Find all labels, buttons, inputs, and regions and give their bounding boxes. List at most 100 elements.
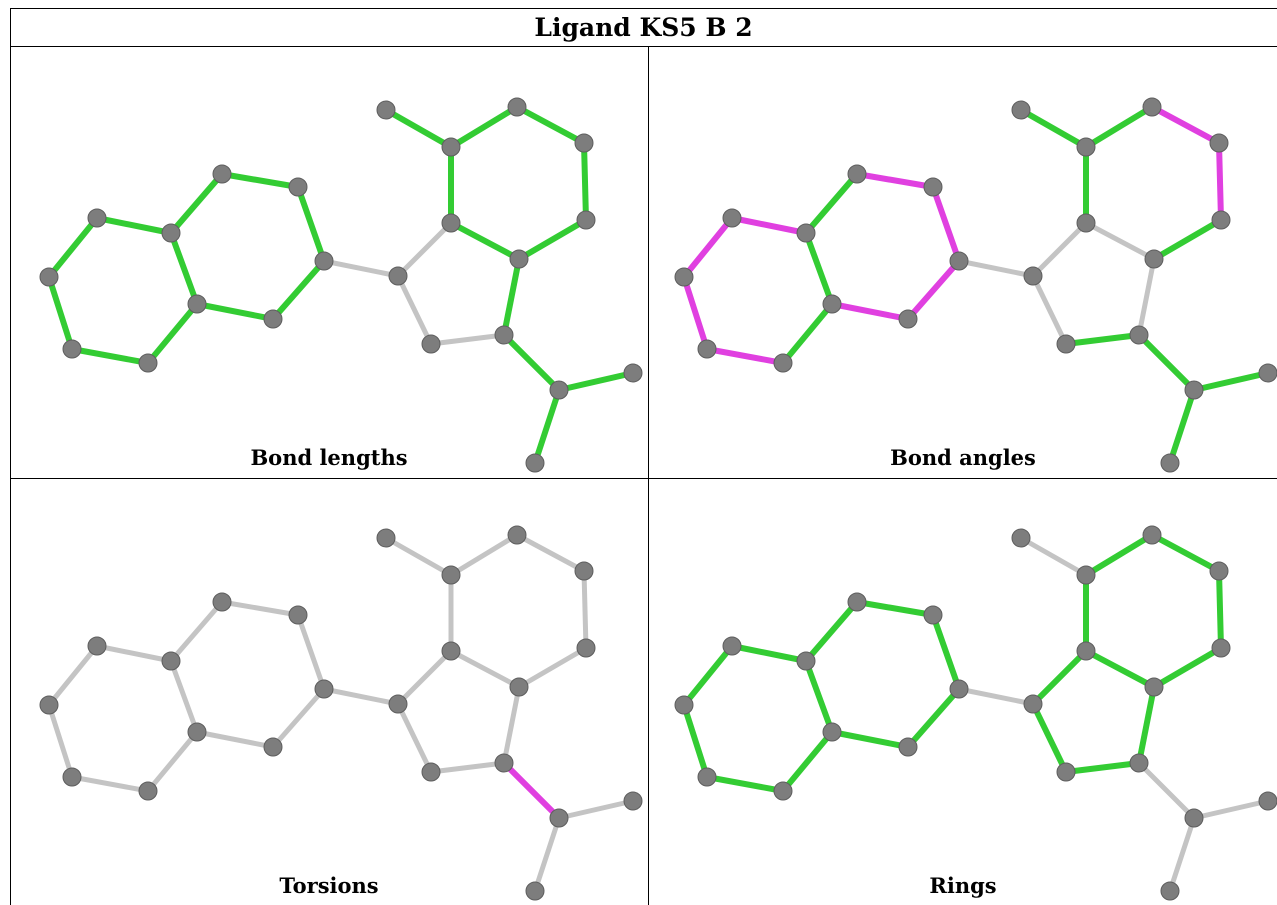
atom <box>722 208 742 228</box>
atom <box>1160 881 1180 901</box>
bond <box>395 701 434 775</box>
atom <box>697 339 717 359</box>
molecule-torsions <box>39 525 643 901</box>
atom <box>525 881 545 901</box>
atom <box>62 767 82 787</box>
bond <box>930 612 962 692</box>
atom <box>138 781 158 801</box>
bond <box>168 171 225 236</box>
column-divider <box>648 46 649 905</box>
bond <box>516 217 589 262</box>
left-border <box>10 8 11 905</box>
bond <box>1167 387 1197 466</box>
bond <box>1216 140 1224 223</box>
bond <box>829 301 911 322</box>
atom <box>898 737 918 757</box>
atom <box>773 781 793 801</box>
panel-torsions: Torsions <box>11 479 647 905</box>
atom <box>1056 334 1076 354</box>
atom <box>796 651 816 671</box>
atom <box>87 636 107 656</box>
bond <box>681 215 735 280</box>
atom <box>1142 97 1162 117</box>
bond <box>448 220 522 262</box>
bond <box>383 107 454 150</box>
atom <box>1129 753 1149 773</box>
bond <box>219 599 301 618</box>
atom <box>898 309 918 329</box>
bond <box>428 332 507 347</box>
bond <box>532 387 562 466</box>
bond <box>1167 815 1197 894</box>
bond <box>501 684 522 766</box>
atom <box>1209 561 1229 581</box>
bond <box>514 104 587 146</box>
bond <box>1083 648 1157 690</box>
bond <box>46 215 100 280</box>
bond <box>532 815 562 894</box>
bond <box>803 171 860 236</box>
bond <box>1030 273 1069 347</box>
atom <box>388 694 408 714</box>
atom <box>441 565 461 585</box>
atom <box>161 223 181 243</box>
atom <box>441 137 461 157</box>
atom <box>796 223 816 243</box>
atom <box>509 677 529 697</box>
bond <box>704 774 786 794</box>
bond <box>145 301 200 366</box>
atom <box>1056 762 1076 782</box>
atom <box>1184 380 1204 400</box>
bond <box>1083 532 1155 578</box>
bond <box>501 760 562 821</box>
bond <box>1018 535 1089 578</box>
atom <box>722 636 742 656</box>
atom <box>494 753 514 773</box>
panel-bond-angles: Bond angles <box>649 47 1277 478</box>
atom <box>549 808 569 828</box>
atom <box>574 561 594 581</box>
bond <box>168 230 200 307</box>
bond <box>556 370 636 393</box>
bond <box>395 273 434 347</box>
bond <box>1216 568 1224 651</box>
bond <box>1030 701 1069 775</box>
bond <box>46 643 100 708</box>
row-divider <box>10 478 1277 479</box>
title-divider <box>10 46 1277 47</box>
bond <box>270 258 327 322</box>
bond <box>956 686 1036 707</box>
bond <box>219 171 301 190</box>
bond <box>448 648 522 690</box>
atom <box>623 791 643 811</box>
atom <box>388 266 408 286</box>
bond <box>295 184 327 264</box>
atom <box>1160 453 1180 473</box>
atom <box>1076 213 1096 233</box>
bond <box>383 535 454 578</box>
atom <box>39 695 59 715</box>
bond <box>905 686 962 750</box>
bond <box>194 301 276 322</box>
atom <box>421 334 441 354</box>
atom <box>1211 210 1231 230</box>
molecule-rings <box>674 525 1277 901</box>
atom <box>847 592 867 612</box>
atom <box>576 638 596 658</box>
bond <box>448 104 520 150</box>
atom <box>1184 808 1204 828</box>
atom <box>1023 266 1043 286</box>
bond <box>729 215 809 236</box>
atom <box>923 177 943 197</box>
atom <box>161 651 181 671</box>
bond <box>516 645 589 690</box>
bond <box>168 599 225 664</box>
atom <box>1076 641 1096 661</box>
bond <box>854 599 936 618</box>
bond <box>1149 104 1222 146</box>
atom <box>923 605 943 625</box>
atom <box>212 592 232 612</box>
atom <box>376 528 396 548</box>
atom <box>1144 249 1164 269</box>
atom <box>138 353 158 373</box>
